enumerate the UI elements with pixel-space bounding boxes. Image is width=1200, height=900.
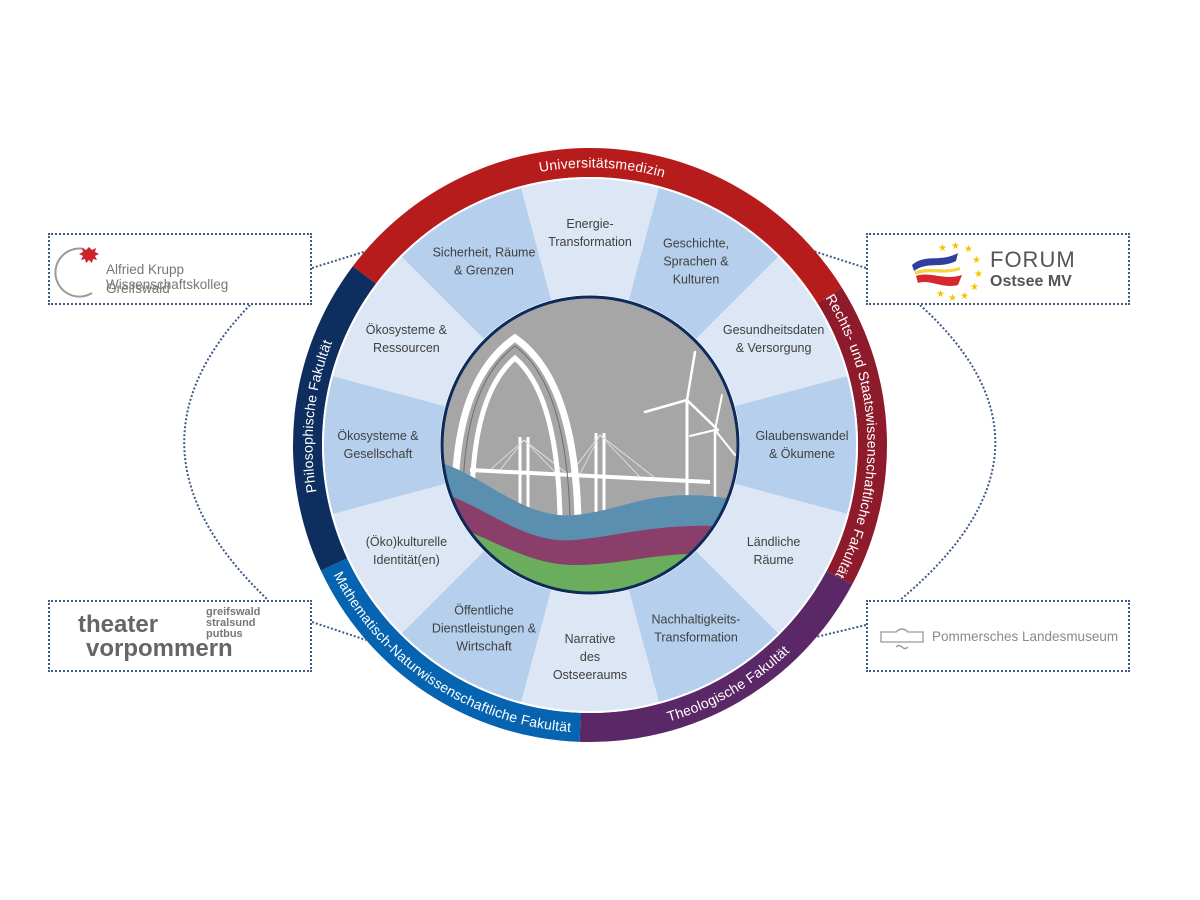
theater-city-putbus: putbus xyxy=(206,628,243,640)
topic-label: Narrative xyxy=(565,632,616,646)
connector-theater xyxy=(311,621,367,641)
faculty-theologie[interactable] xyxy=(579,570,853,742)
topic-segment[interactable] xyxy=(628,188,779,339)
topic-label: Gesellschaft xyxy=(344,447,413,461)
eu-stars-waves-icon: ★★★ ★★★ ★★★ xyxy=(912,241,983,303)
topic-label: Nachhaltigkeits- xyxy=(652,613,741,627)
ring-separator xyxy=(322,177,858,713)
museum-building-icon xyxy=(880,628,924,650)
svg-text:★: ★ xyxy=(951,241,960,252)
connectors xyxy=(183,249,997,641)
connector-museum xyxy=(815,624,867,638)
faculty-mathematik-naturwissenschaften[interactable] xyxy=(320,558,581,742)
partner-pommersches-landesmuseum[interactable]: Pommersches Landesmuseum xyxy=(866,600,1130,672)
partner-theater-vorpommern[interactable]: theater vorpommern greifswald stralsund … xyxy=(48,600,312,672)
topic-label: Ländliche xyxy=(747,535,801,549)
topic-label: Ressourcen xyxy=(373,341,440,355)
svg-text:★: ★ xyxy=(970,282,979,293)
topic-label: (Öko)kulturelle xyxy=(366,535,447,549)
topic-label: Sicherheit, Räume xyxy=(433,245,536,259)
gothic-arch-icon xyxy=(451,333,582,521)
topic-segment[interactable] xyxy=(401,188,552,339)
topic-label: Glaubenswandel xyxy=(755,429,848,443)
topic-label: Dienstleistungen & xyxy=(432,622,537,636)
topic-segment[interactable] xyxy=(333,483,484,634)
topic-label: Sprachen & xyxy=(663,254,729,268)
krupp-name: Alfried Krupp Wissenschaftskolleg xyxy=(106,262,229,292)
topic-segment[interactable] xyxy=(696,483,847,634)
connector-left-arc xyxy=(183,304,269,601)
svg-text:★: ★ xyxy=(938,243,947,254)
partner-forum-ostsee[interactable]: ★★★ ★★★ ★★★ FORUM Ostsee MV xyxy=(866,233,1130,305)
theater-word: theater xyxy=(78,611,159,638)
svg-text:★: ★ xyxy=(948,293,957,303)
topic-segment[interactable] xyxy=(696,256,847,407)
svg-text:★: ★ xyxy=(936,289,945,300)
topic-label: & Grenzen xyxy=(454,263,514,277)
topic-segment[interactable] xyxy=(324,376,446,514)
vorpommern-word: vorpommern xyxy=(86,635,233,662)
wave-green xyxy=(442,520,738,593)
center-border xyxy=(440,295,740,595)
topic-label: Räume xyxy=(753,553,793,567)
topic-segments: Energie- Transformation Geschichte, Sprache… xyxy=(324,179,856,712)
svg-text:★: ★ xyxy=(972,255,981,266)
griffin-crest-icon xyxy=(54,247,99,298)
topic-label: des xyxy=(580,650,600,664)
faculty-philosophie[interactable] xyxy=(293,266,376,571)
faculty-universitaetsmedizin[interactable] xyxy=(352,148,842,303)
topic-label: Geschichte, xyxy=(663,236,729,250)
topic-segment[interactable] xyxy=(734,376,856,514)
forum-subtitle: Ostsee MV xyxy=(990,273,1072,290)
topic-label: Identität(en) xyxy=(373,553,440,567)
topic-label: Kulturen xyxy=(673,272,720,286)
topic-label: & Versorgung xyxy=(736,341,812,355)
theater-city-stralsund: stralsund xyxy=(206,617,256,629)
topic-segment[interactable] xyxy=(628,551,779,702)
topic-segment[interactable] xyxy=(401,551,552,702)
topic-label: Ökosysteme & xyxy=(366,323,448,337)
forum-title: FORUM xyxy=(990,247,1076,272)
topic-label: Energie- xyxy=(566,217,613,231)
topic-label: Transformation xyxy=(548,235,632,249)
connector-forum xyxy=(809,249,867,269)
topic-label: & Ökumene xyxy=(769,447,835,461)
svg-text:★: ★ xyxy=(964,244,973,255)
topic-segment[interactable] xyxy=(521,179,659,301)
partner-krupp[interactable]: Alfried Krupp Wissenschaftskolleg Greifs… xyxy=(48,233,312,305)
topic-label: Transformation xyxy=(654,631,738,645)
topic-label: Gesundheitsdaten xyxy=(723,323,825,337)
theater-city-greifswald: greifswald xyxy=(206,606,261,618)
svg-text:★: ★ xyxy=(960,291,969,302)
topic-label: Ökosysteme & xyxy=(337,429,419,443)
connector-right-arc xyxy=(899,304,997,601)
topic-label: Wirtschaft xyxy=(456,640,512,654)
faculty-rechts-staatswissenschaften[interactable] xyxy=(817,287,887,585)
museum-name: Pommersches Landesmuseum xyxy=(932,629,1119,644)
krupp-city: Greifswald xyxy=(106,281,170,296)
topic-label: Öffentliche xyxy=(454,604,514,618)
svg-text:★: ★ xyxy=(974,269,983,280)
topic-label: Ostseeraums xyxy=(553,668,627,682)
topic-segment[interactable] xyxy=(333,256,484,407)
topic-segment[interactable] xyxy=(521,589,659,712)
wind-turbine-icon xyxy=(643,350,736,502)
